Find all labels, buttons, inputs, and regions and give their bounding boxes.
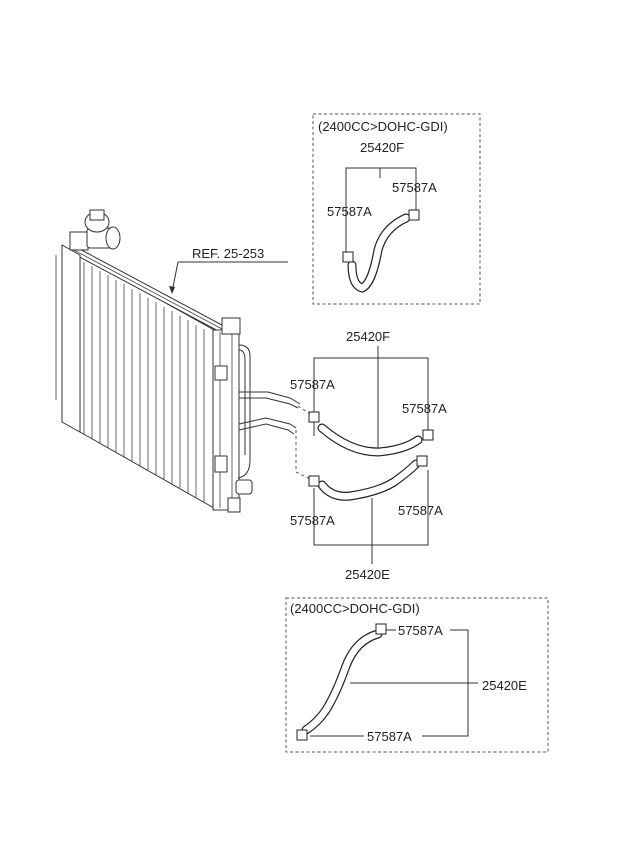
upper-hose bbox=[317, 423, 423, 457]
bottom-box-clamp-bottom-icon bbox=[296, 729, 308, 741]
upper-hose-label: 25420F bbox=[346, 329, 390, 344]
radiator-assembly bbox=[55, 209, 301, 513]
upper-clamp-left-icon bbox=[308, 411, 320, 423]
upper-clamp-right-icon bbox=[422, 429, 434, 441]
lower-clamp-left-label: 57587A bbox=[290, 513, 335, 528]
bottom-box-clamp-bottom-label: 57587A bbox=[367, 729, 412, 744]
bottom-box-hose-label: 25420E bbox=[482, 678, 527, 693]
bottom-box-condition: (2400CC>DOHC-GDI) bbox=[290, 601, 420, 616]
bottom-box-clamp-top-label: 57587A bbox=[398, 623, 443, 638]
top-box-condition: (2400CC>DOHC-GDI) bbox=[318, 119, 448, 134]
bottom-box-hose bbox=[301, 629, 383, 735]
lower-clamp-left-icon bbox=[308, 475, 320, 487]
top-box-clamp-right-icon bbox=[408, 209, 420, 221]
lower-clamp-right-label: 57587A bbox=[398, 503, 443, 518]
reference-label: REF. 25-253 bbox=[192, 246, 264, 261]
top-box-hose bbox=[347, 213, 411, 293]
bottom-variant-box bbox=[285, 597, 549, 753]
lower-hose bbox=[317, 459, 421, 501]
top-variant-box bbox=[312, 113, 481, 305]
upper-clamp-left-label: 57587A bbox=[290, 377, 335, 392]
upper-clamp-right-label: 57587A bbox=[402, 401, 447, 416]
top-box-clamp-left-icon bbox=[342, 251, 354, 263]
lower-hose-label: 25420E bbox=[345, 567, 390, 582]
top-box-hose-label: 25420F bbox=[360, 140, 404, 155]
bottom-box-clamp-top-icon bbox=[375, 623, 387, 635]
top-box-clamp-right-label: 57587A bbox=[392, 180, 437, 195]
top-box-clamp-left-label: 57587A bbox=[327, 204, 372, 219]
lower-clamp-right-icon bbox=[416, 455, 428, 467]
